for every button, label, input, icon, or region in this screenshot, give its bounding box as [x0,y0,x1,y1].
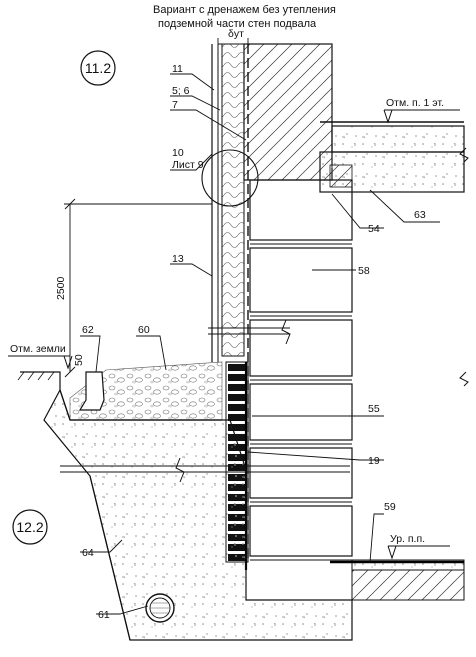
curb-element [78,371,105,411]
ground-level-marker [8,355,73,370]
section-circle-bottom-label: 12.2 [16,519,43,535]
protective-brick [228,364,246,371]
protective-brick [228,394,246,401]
callout-58: 58 [358,265,370,277]
section-circle-top-label: 11.2 [85,60,111,76]
insulation-layer [221,43,245,357]
protective-brick [228,384,246,391]
first-floor-level-label: Отм. п. 1 эт. [386,97,444,109]
callout-62: 62 [82,324,94,336]
height-dimension-label: 2500 [55,276,67,300]
floor-slab [331,125,465,153]
callout-55: 55 [368,403,380,415]
callout-63: 63 [414,209,426,221]
height-dimension [64,198,212,378]
ground-level-label: Отм. земли [10,343,66,355]
detail-callout-circle [201,149,259,207]
basement-wall-blocks [249,179,353,561]
callout-19: 19 [368,455,380,467]
first-floor-level-marker [383,109,460,124]
protective-brick [228,424,246,431]
callout-10: 10 [172,147,184,159]
callout-11: 11 [172,63,183,75]
callout-59: 59 [384,501,396,513]
floor-level-label: Ур. п.п. [390,533,425,545]
slab-support [329,164,353,188]
title-line-1: Вариант с дренажем без утепления [153,4,336,16]
protective-brick [228,414,246,421]
callout-7: 7 [172,99,178,111]
leader-lines [80,73,440,615]
callout-60: 60 [138,324,150,336]
callout-10-sheet: Лист 9 [172,159,204,171]
title-line-2: подземной части стен подвала [158,18,317,30]
callout-64: 64 [82,547,94,559]
callout-54: 54 [368,223,380,235]
offset-dimension-label: 50 [73,354,85,366]
upper-wall [243,43,333,181]
drain-pipe-lines [150,602,170,614]
insulation-dimension [217,38,249,50]
insulation-thickness-label: δут [228,28,244,40]
protective-brick [228,434,246,441]
protective-brick [228,374,246,381]
ground-hatch [17,371,55,381]
section-circle-top [80,50,116,86]
floor-footing [351,569,465,601]
callout-5-6: 5; 6 [172,85,190,97]
protective-brick [228,404,246,411]
soil-slope [43,388,353,641]
section-circle-bottom [12,509,48,545]
callout-61: 61 [98,609,110,621]
floor-level-marker [387,545,450,560]
callout-13: 13 [172,253,184,265]
